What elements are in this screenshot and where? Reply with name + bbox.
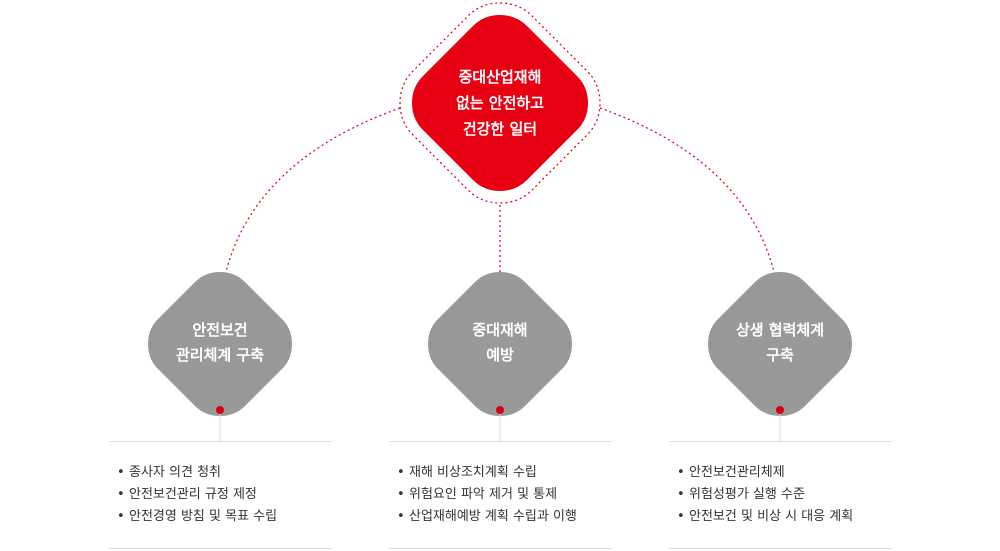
- main-goal-label: 중대산업재해 없는 안전하고 건강한 일터: [455, 68, 545, 138]
- branch-list-2: 재해 비상조치계획 수립 위험요인 파악 제거 및 통제 산업재해예방 계획 수…: [389, 441, 612, 549]
- connector-right: [599, 107, 775, 273]
- list-item: 안전경영 방침 및 목표 수립: [117, 506, 332, 528]
- anchor-dot-2: [496, 406, 504, 414]
- list-item: 안전보건관리 규정 제정: [117, 484, 332, 506]
- list-item: 위험성평가 실행 수준: [677, 484, 892, 506]
- anchor-dot-1: [216, 406, 224, 414]
- branch-list-1: 종사자 의견 청취 안전보건관리 규정 제정 안전경영 방침 및 목표 수립: [109, 441, 332, 549]
- list-item: 위험요인 파악 제거 및 통제: [397, 484, 612, 506]
- branch-label-2: 중대재해 예방: [472, 321, 528, 364]
- branch-shape-1: [148, 272, 292, 416]
- anchor-dot-3: [776, 406, 784, 414]
- list-item: 재해 비상조치계획 수립: [397, 462, 612, 484]
- main-shape: [412, 15, 588, 191]
- branch-shape-2: [428, 272, 572, 416]
- branch-label-1: 안전보건 관리체계 구축: [175, 321, 265, 364]
- list-item: 산업재해예방 계획 수립과 이행: [397, 506, 612, 528]
- branch-label-3: 상생 협력체계 구축: [735, 321, 825, 364]
- list-item: 안전보건 및 비상 시 대응 계획: [677, 506, 892, 528]
- connector-left: [225, 107, 401, 273]
- list-item: 안전보건관리체제: [677, 462, 892, 484]
- branch-list-3: 안전보건관리체제 위험성평가 실행 수준 안전보건 및 비상 시 대응 계획: [669, 441, 892, 549]
- branch-shape-3: [708, 272, 852, 416]
- list-item: 종사자 의견 청취: [117, 462, 332, 484]
